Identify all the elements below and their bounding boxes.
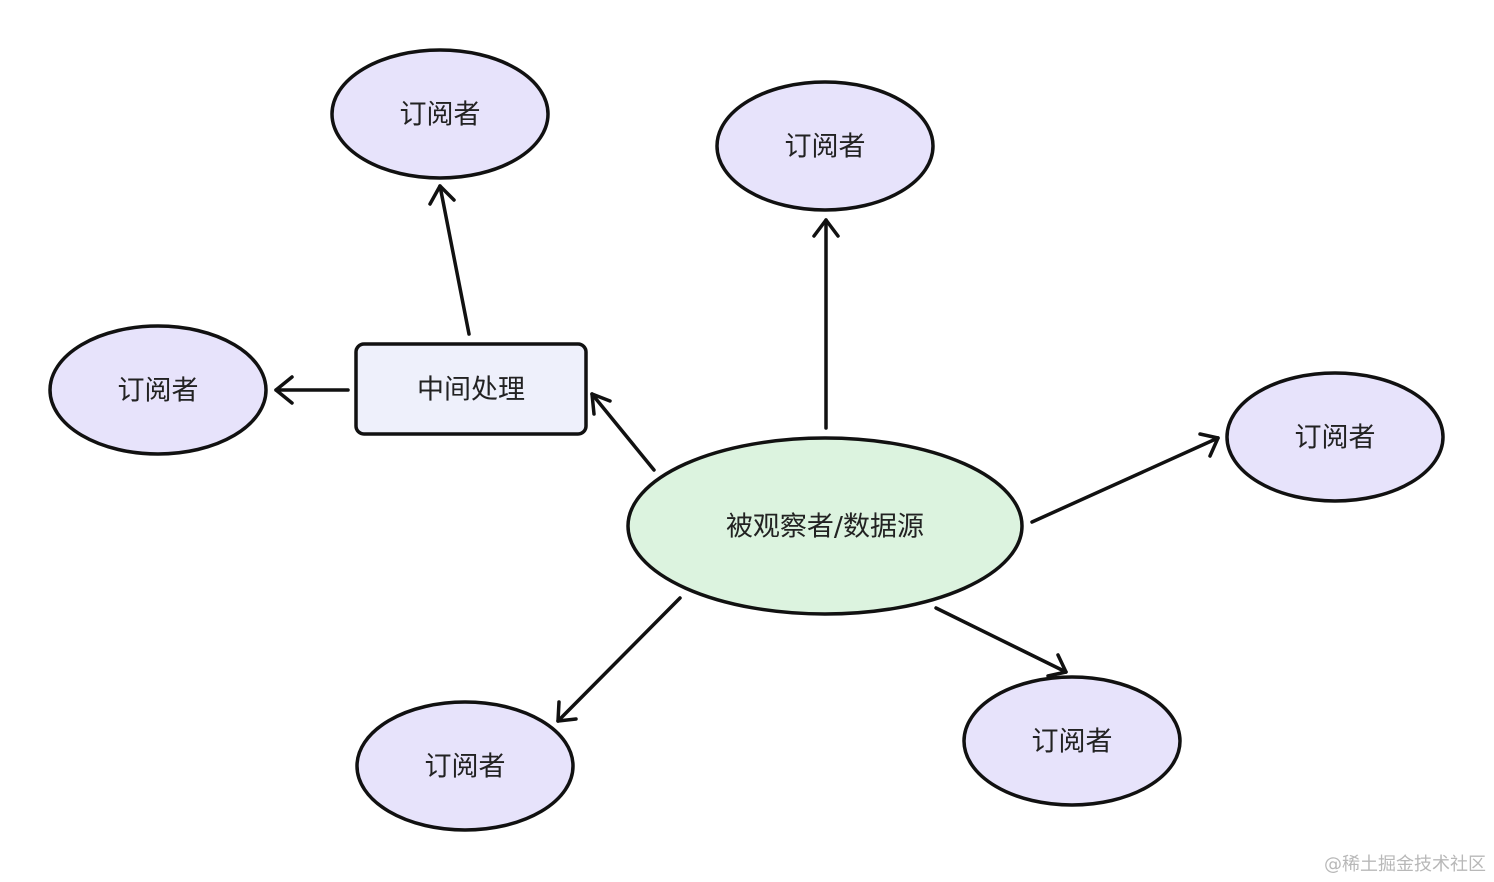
edges (274, 184, 1220, 723)
processor-node-label: 中间处理 (417, 375, 525, 406)
subscriber-node-shape (48, 324, 268, 456)
subscriber-node-label: 订阅者 (1295, 423, 1376, 454)
edge-source-to-sub-bottom-right-arrowhead (1046, 653, 1068, 678)
subscriber-node-left: 订阅者 (48, 324, 268, 456)
edge-source-to-sub-bottom-left-arrowhead (556, 700, 578, 723)
edge-processor-to-sub-left-arrowhead (274, 375, 294, 405)
subscriber-node-top-center: 订阅者 (715, 80, 935, 212)
edge-source-to-sub-right-arrowhead (1198, 432, 1220, 458)
subscriber-node-top-left: 订阅者 (330, 48, 550, 180)
subscriber-node-label: 订阅者 (425, 752, 506, 783)
subscriber-node-label: 订阅者 (1032, 727, 1113, 758)
edge-source-to-sub-bottom-right (934, 606, 1068, 674)
edge-source-to-processor (590, 392, 656, 472)
source-node: 被观察者/数据源 (626, 436, 1024, 616)
subscriber-node-bottom-right: 订阅者 (962, 675, 1182, 807)
subscriber-node-shape (330, 48, 550, 180)
subscriber-node-shape (962, 675, 1182, 807)
subscriber-node-shape (1225, 371, 1445, 503)
processor-node: 中间处理 (354, 342, 588, 436)
subscriber-node-label: 订阅者 (400, 100, 481, 131)
source-node-shape (626, 436, 1024, 616)
subscriber-node-shape (715, 80, 935, 212)
edge-source-to-sub-right (1030, 436, 1220, 524)
edge-source-to-sub-top-center-arrowhead (812, 218, 840, 238)
subscriber-node-label: 订阅者 (118, 376, 199, 407)
edge-processor-to-sub-top-left-arrowhead (428, 184, 456, 206)
edge-source-to-processor-arrowhead (590, 392, 612, 416)
edge-source-to-sub-bottom-left (556, 596, 682, 723)
watermark-text: @稀土掘金技术社区 (1324, 854, 1486, 875)
subscriber-node-shape (355, 700, 575, 832)
subscriber-node-right: 订阅者 (1225, 371, 1445, 503)
subscriber-node-bottom-left: 订阅者 (355, 700, 575, 832)
edge-processor-to-sub-top-left (438, 184, 471, 336)
processor-node-shape (354, 342, 588, 436)
subscriber-node-label: 订阅者 (785, 132, 866, 163)
source-node-label: 被观察者/数据源 (726, 512, 924, 543)
